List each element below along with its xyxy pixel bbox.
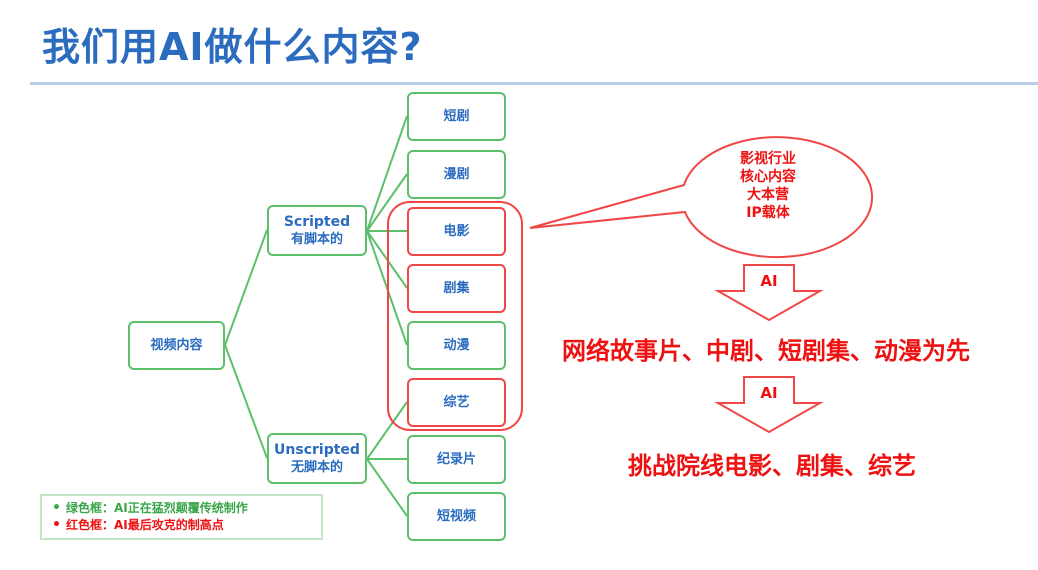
connector-scripted-duanju	[366, 115, 408, 232]
stage-text-first: 网络故事片、中剧、短剧集、动漫为先	[562, 337, 970, 365]
callout-line: 核心内容	[740, 169, 796, 185]
callout-line: 大本营	[747, 187, 789, 203]
branch-node-unscripted: Unscripted 无脚本的	[267, 433, 367, 484]
bullet-icon: •	[52, 517, 61, 533]
leaf-label: 纪录片	[436, 451, 476, 467]
page-title: 我们用AI做什么内容?	[42, 25, 423, 69]
leaf-label: 短剧	[443, 108, 470, 124]
arrow-label-1: AI	[760, 272, 778, 290]
branch-node-scripted: Scripted 有脚本的	[267, 205, 367, 256]
connector-root-unscripted	[224, 344, 268, 459]
connector-root-scripted	[224, 229, 268, 346]
arrow-label-2: AI	[760, 384, 778, 402]
callout-line: IP载体	[746, 205, 790, 221]
leaf-node-documentary: 纪录片	[407, 435, 506, 484]
legend-text: 绿色框：AI正在猛烈颠覆传统制作	[66, 501, 248, 515]
callout-line: 影视行业	[740, 151, 796, 167]
legend-box: • 绿色框：AI正在猛烈颠覆传统制作 • 红色框：AI最后攻克的制高点	[40, 494, 323, 540]
leaf-label: 漫剧	[443, 166, 470, 182]
leaf-node-series: 剧集	[407, 264, 506, 313]
stage-text-second: 挑战院线电影、剧集、综艺	[628, 452, 916, 480]
leaf-label: 短视频	[436, 508, 476, 524]
connector-unscripted-zongyi	[366, 401, 408, 460]
leaf-node-short-video: 短视频	[407, 492, 506, 541]
connector-unscripted-duanshipin	[366, 458, 408, 517]
leaf-label: 电影	[443, 223, 470, 239]
leaf-node-comic-drama: 漫剧	[407, 150, 506, 199]
callout-bubble	[529, 136, 874, 259]
legend-item-red: • 红色框：AI最后攻克的制高点	[52, 517, 311, 534]
leaf-label: 动漫	[443, 337, 470, 353]
branch-label-en: Unscripted	[274, 441, 360, 458]
connector-scripted-manju	[366, 173, 408, 232]
leaf-label: 剧集	[443, 280, 470, 296]
legend-text: 红色框：AI最后攻克的制高点	[66, 518, 224, 532]
callout-text: 影视行业 核心内容 大本营 IP载体	[700, 150, 836, 222]
branch-label-en: Scripted	[283, 213, 351, 230]
root-node-label: 视频内容	[150, 337, 203, 353]
down-arrow-1	[714, 264, 824, 322]
red-group-frame	[387, 201, 523, 431]
branch-label-zh: 有脚本的	[290, 231, 343, 247]
root-node-video-content: 视频内容	[128, 321, 225, 370]
down-arrow-2	[714, 376, 824, 434]
leaf-label: 综艺	[443, 394, 470, 410]
legend-item-green: • 绿色框：AI正在猛烈颠覆传统制作	[52, 500, 311, 517]
leaf-node-short-drama: 短剧	[407, 92, 506, 141]
branch-label-zh: 无脚本的	[290, 459, 343, 475]
leaf-node-variety-show: 综艺	[407, 378, 506, 427]
title-divider	[30, 82, 1038, 85]
leaf-node-anime: 动漫	[407, 321, 506, 370]
bullet-icon: •	[52, 500, 61, 516]
leaf-node-film: 电影	[407, 207, 506, 256]
